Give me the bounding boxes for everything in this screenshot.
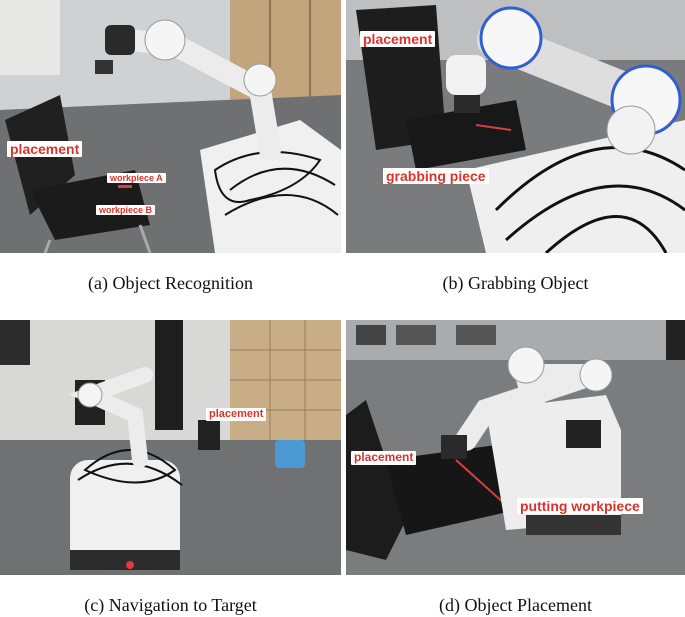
label-workpiece-b: workpiece B bbox=[96, 205, 156, 216]
label-placement: placement bbox=[360, 31, 436, 48]
robot-base bbox=[70, 460, 180, 570]
caption-a: (a) Object Recognition bbox=[88, 273, 253, 293]
photo-object-placement: placement putting workpiece bbox=[346, 320, 685, 575]
scene-a bbox=[0, 0, 341, 253]
label-placement: placement bbox=[206, 408, 267, 421]
scene-c bbox=[0, 320, 341, 575]
caption-d: (d) Object Placement bbox=[439, 595, 592, 615]
chair-back bbox=[346, 400, 406, 560]
photo-grabbing-object: placement grabbing piece bbox=[346, 0, 685, 253]
robot-base bbox=[200, 120, 341, 253]
caption-b: (b) Grabbing Object bbox=[442, 273, 589, 293]
label-grabbing-piece: grabbing piece bbox=[383, 168, 489, 185]
chair-seat bbox=[406, 100, 526, 170]
caption-c: (c) Navigation to Target bbox=[84, 595, 257, 615]
label-placement: placement bbox=[351, 450, 417, 465]
robot-arm bbox=[68, 367, 153, 468]
photo-navigation-to-target: placement bbox=[0, 320, 341, 575]
label-putting-workpiece: putting workpiece bbox=[517, 498, 643, 515]
label-placement: placement bbox=[7, 141, 83, 158]
scene-b bbox=[346, 0, 685, 253]
label-workpiece-a: workpiece A bbox=[107, 173, 166, 184]
scene-d bbox=[346, 320, 685, 575]
chair-seat bbox=[386, 445, 516, 535]
photo-object-recognition: placement workpiece A workpiece B bbox=[0, 0, 341, 253]
